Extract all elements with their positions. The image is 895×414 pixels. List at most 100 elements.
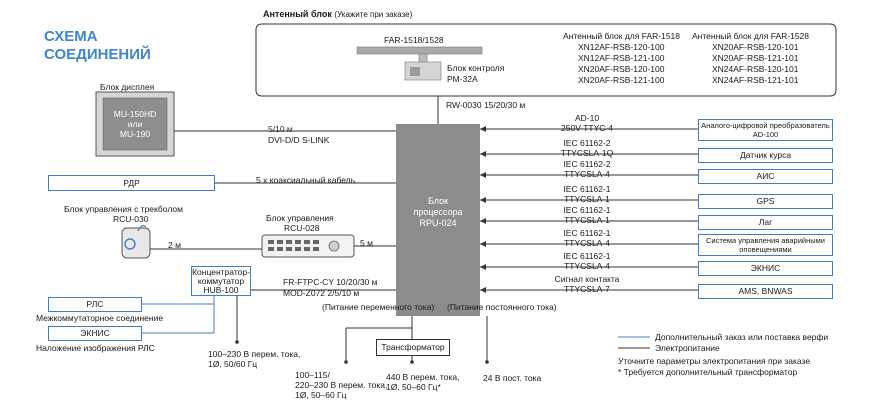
hub-cable-1: FR-FTPC-CY 10/20/30 м [283, 277, 378, 287]
control-unit-title: Блок управления [266, 213, 334, 223]
ac-spec-2-line-1: 440 В перем. тока, [386, 372, 460, 382]
processor-label: Блок процессора RPU-024 [413, 196, 463, 228]
ac-spec-1-line-3: 1Ø, 50–60 Гц [295, 390, 347, 400]
device-cable-label-2: 250V-TTYC-4 [561, 123, 613, 133]
display-title: Блок дисплея [100, 82, 155, 92]
device-wire-arrow [480, 197, 486, 203]
antenna-col1-title: Антенный блок для FAR-1518 [563, 31, 680, 41]
legend-note-2: * Требуется дополнительный трансформатор [618, 367, 798, 377]
display-model-2: MU-190 [119, 129, 151, 139]
device-box-label: ЭКНИС [750, 262, 781, 273]
legend-optional: Дополнительный заказ или поставка верфи [655, 332, 829, 342]
dc-power-label: (Питание постоянного тока) [447, 302, 557, 312]
ac-spec-1-line-2: 220–230 В перем. тока, [295, 380, 388, 390]
trackball-cable-label: 2 м [168, 240, 181, 250]
device-wire-arrow [480, 241, 486, 247]
device-cable-label-2: TTYCSLA-4 [564, 261, 610, 271]
processor-unit [396, 124, 480, 316]
rdr-label: РДР [123, 177, 140, 188]
device-box-label: Лаг [758, 216, 773, 227]
rls-box: РЛС [48, 297, 142, 312]
antenna-col1-item: XN12AF-RSB-121-100 [578, 53, 665, 63]
device-box-label: GPS [756, 195, 775, 206]
hub-label-2: коммутатор [197, 275, 245, 286]
hub-box: Концентратор- коммутатор HUB-100 [191, 266, 251, 296]
title-line-1: СХЕМА [44, 28, 98, 45]
rls-label: РЛС [86, 299, 104, 309]
device-box-label: AMS, BNWAS [738, 285, 793, 296]
device-cable-label-2: TTYCSLA-1 [564, 215, 610, 225]
antenna-header-note: (Укажите при заказе) [334, 10, 413, 19]
control-unit-rcu-model: RCU-028 [284, 223, 320, 233]
device-box: Система управления аварийными оповещения… [698, 234, 833, 256]
device-cable-label-1: IEC 61162-2 [563, 159, 611, 169]
device-cable-label-1: AD-10 [574, 113, 600, 123]
device-box: AMS, BNWAS [698, 283, 833, 299]
device-cable-label-2: TTYCSLA-1 [564, 194, 610, 204]
trackball-model: RCU-030 [113, 214, 149, 224]
device-box: Датчик курса [698, 147, 833, 163]
device-cable-label-2: TTYCSLA-1Q [560, 148, 614, 158]
device-box-label: Система управления аварийными оповещения… [706, 236, 825, 254]
ecdis-left-label: ЭКНИС [80, 328, 110, 338]
display-cable-length: 5/10 м [268, 124, 293, 134]
hub-power-spec-1: 100–230 В перем. тока, [208, 349, 301, 359]
device-cable-label-2: TTYCSLA-7 [564, 284, 610, 294]
trackball-device [121, 227, 151, 259]
diagram-title: СХЕМА СОЕДИНЕНИЙ [44, 28, 151, 64]
device-box: Аналого-цифровой преобразователь AD-100 [698, 119, 833, 141]
rls-note: Межкоммутаторное соединение [36, 313, 164, 323]
device-wire-arrow [480, 151, 486, 157]
device-box-label: Аналого-цифровой преобразователь AD-100 [701, 121, 830, 139]
display-screen [102, 97, 168, 151]
hub-label-3: HUB-100 [203, 284, 239, 295]
display-screen-text: MU-150HD или MU-190 [103, 109, 167, 139]
display-cable-type: DVI-D/D S-LINK [268, 135, 330, 145]
device-cable-label-2: TTYCSLA-4 [564, 238, 610, 248]
trackball-ball [124, 238, 136, 250]
device-box: ЭКНИС [698, 260, 833, 276]
device-box: Лаг [698, 214, 833, 230]
transformer-box: Трансформатор [376, 339, 450, 356]
dc-spec: 24 В пост. тока [483, 373, 542, 383]
device-cable-label-1: IEC 61162-1 [563, 205, 611, 215]
control-unit-model: PM-32A [447, 74, 478, 84]
antenna-col2-item: XN24AF-RSB-121-101 [712, 75, 799, 85]
ac-spec-1-line-1: 100–115/ [295, 370, 330, 380]
antenna-col1-item: XN12AF-RSB-120-100 [578, 42, 665, 52]
antenna-radiator [356, 46, 483, 55]
device-box-label: АИС [756, 170, 775, 181]
device-cable-label-1: IEC 61162-1 [563, 184, 611, 194]
device-cable-label-1: IEC 61162-2 [563, 138, 611, 148]
device-cable-label-2: TTYCSLA-4 [564, 169, 610, 179]
control-unit-keyboard [261, 234, 355, 258]
ecdis-left-note: Наложение изображения РЛС [36, 343, 155, 353]
antenna-col1-item: XN20AF-RSB-121-100 [578, 75, 665, 85]
antenna-header-label: Антенный блок [263, 9, 332, 19]
device-box: АИС [698, 168, 833, 184]
display-model-or: или [127, 119, 143, 129]
legend-note-1: Уточните параметры электропитания при за… [618, 356, 811, 366]
rdr-box: РДР [48, 175, 215, 191]
control-unit-cable-label: 5 м [360, 238, 373, 248]
ecdis-left-box: ЭКНИС [48, 326, 142, 341]
device-wire-arrow [480, 126, 486, 132]
antenna-frame [255, 23, 837, 97]
antenna-col2-item: XN24AF-RSB-120-101 [712, 64, 799, 74]
hub-cable-2: MOD-Z072 2/5/10 м [283, 288, 360, 298]
device-cable-label-1: Сигнал контакта [554, 274, 620, 284]
title-line-2: СОЕДИНЕНИЙ [44, 46, 151, 63]
device-box: GPS [698, 193, 833, 209]
antenna-col2-item: XN20AF-RSB-121-101 [712, 53, 799, 63]
device-box-label: Датчик курса [739, 149, 792, 160]
antenna-col2-item: XN20AF-RSB-120-101 [712, 42, 799, 52]
control-unit-label: Блок контроля [447, 63, 505, 73]
antenna-header: Антенный блок (Укажите при заказе) [263, 9, 412, 20]
device-wire-arrow [480, 287, 486, 293]
device-cable-label-1: IEC 61162-1 [563, 228, 611, 238]
legend-power: Электропитание [655, 343, 720, 353]
device-cable-label-1: IEC 61162-1 [563, 251, 611, 261]
antenna-col2-title: Антенный блок для FAR-1528 [692, 31, 809, 41]
